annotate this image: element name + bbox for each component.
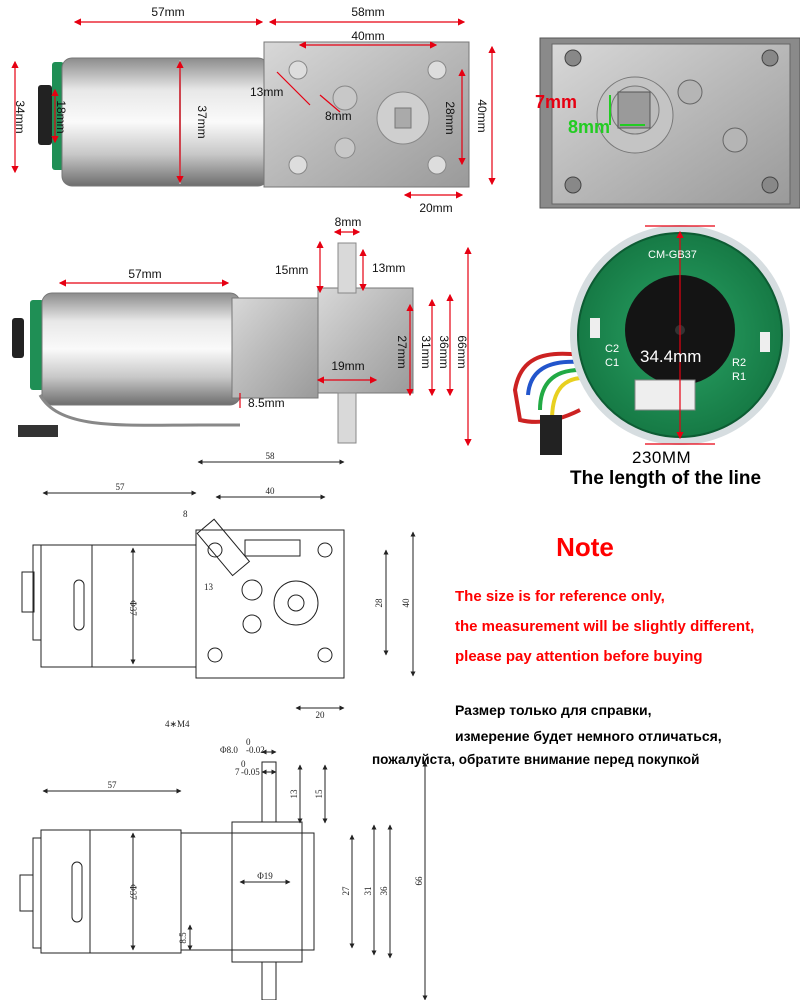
cad-top-37: Φ37 (128, 600, 138, 616)
cad-side-15: 15 (314, 789, 324, 799)
cad-side-13: 13 (289, 789, 299, 799)
side-shaft-bottom (337, 392, 357, 444)
dim-height-total: 34mm (13, 100, 27, 133)
dim-offset-8: 8mm (325, 109, 352, 123)
cad-side-36: 36 (379, 886, 389, 896)
cad-top-58: 58 (266, 451, 276, 461)
note-line-3: please pay attention before buying (455, 648, 703, 665)
side-dim-15: 15mm (275, 263, 308, 277)
side-dim-31: 31mm (419, 335, 433, 368)
note-ru-line-1: Размер только для справки, (455, 702, 652, 718)
side-dim-19: 19mm (331, 359, 364, 373)
encoder-dims (645, 225, 715, 445)
top-dims (11, 18, 496, 199)
dim-shaft-offset: 20mm (419, 201, 452, 215)
cad-top-13: 13 (204, 582, 214, 592)
side-dim-8-5: 8.5mm (248, 396, 285, 410)
note-line-1: The size is for reference only, (455, 588, 665, 605)
note-title: Note (556, 532, 614, 562)
motor-can (61, 57, 269, 187)
cad-side-57: 57 (108, 780, 118, 790)
encoder-board-label: CM-GB37 (648, 249, 697, 261)
dim-motor-length: 57mm (151, 5, 184, 19)
cad-side-shaft-tol: Φ8.0 (220, 745, 238, 755)
side-dim-27: 27mm (395, 335, 409, 368)
top-dim-labels: 57mm 58mm 40mm 34mm 18mm 37mm 13mm 8mm 2… (13, 5, 489, 215)
encoder-r2: R2 (732, 357, 746, 369)
side-dim-36: 36mm (437, 335, 451, 368)
cad-side-19: Φ19 (257, 871, 273, 881)
side-dim-13: 13mm (372, 261, 405, 275)
dim-gearbox-height: 40mm (475, 99, 489, 132)
cad-side-8-5: 8.5 (178, 932, 188, 944)
dim-gearbox-length: 58mm (351, 5, 384, 19)
encoder-knob (38, 85, 52, 145)
cable-length: 230MM (632, 448, 692, 467)
cad-side-shaft-tol-up: 0 (246, 737, 251, 747)
cad-top-40v: 40 (401, 598, 411, 608)
encoder-connector (540, 415, 562, 455)
encoder-diameter: 34.4mm (640, 347, 701, 366)
cad-top-holes: 4∗M4 (165, 719, 190, 729)
note-line-2: the measurement will be slightly differe… (455, 618, 755, 635)
cad-top-view (21, 459, 416, 711)
side-motor (41, 292, 241, 406)
cad-side-flat-tol-up: 0 (241, 759, 246, 769)
cad-top-20: 20 (316, 710, 326, 720)
cad-top-40: 40 (266, 486, 276, 496)
cad-top-8: 8 (183, 509, 188, 519)
cad-side-shaft-tol-dn: -0.02 (246, 745, 265, 755)
side-dim-57: 57mm (128, 267, 161, 281)
cad-top-labels: 57 58 40 8 13 Φ37 28 40 20 4∗M4 (116, 451, 412, 729)
cad-side-view (19, 749, 428, 1000)
cad-top-28: 28 (374, 598, 384, 608)
side-dim-8: 8mm (335, 215, 362, 229)
side-dims (58, 228, 472, 447)
side-dim-labels: 57mm 8mm 15mm 13mm 19mm 27mm 31mm 36mm 6… (128, 215, 469, 410)
cad-top-57: 57 (116, 482, 126, 492)
photo-side-view (12, 242, 414, 444)
photo-top-view (38, 41, 470, 188)
side-shaft-top (337, 242, 357, 294)
cad-side-31: 31 (363, 887, 373, 896)
dim-offset-13: 13mm (250, 85, 283, 99)
note-ru-line-3: пожалуйста, обратите внимание перед поку… (372, 752, 700, 767)
cad-side-66: 66 (414, 876, 424, 886)
note-ru-line-2: измерение будет немного отличаться, (455, 728, 722, 744)
side-dim-66: 66mm (455, 335, 469, 368)
cad-side-37: Φ37 (128, 884, 138, 900)
closeup-dim-7: 7mm (535, 92, 577, 112)
photo-closeup (539, 37, 800, 209)
dim-hole-spacing-x: 40mm (351, 29, 384, 43)
cad-side-flat-tol-dn: -0.05 (241, 767, 260, 777)
cable-caption: The length of the line (570, 468, 762, 489)
cad-side-labels: Φ8.0 0 -0.02 7 0 -0.05 57 13 15 Φ37 Φ19 … (108, 737, 425, 944)
encoder-r1: R1 (732, 371, 746, 383)
encoder-c2: C2 (605, 343, 619, 355)
closeup-dim-8: 8mm (568, 117, 610, 137)
cad-side-flat-tol: 7 (235, 767, 240, 777)
encoder-c1: C1 (605, 357, 619, 369)
dim-encoder: 18mm (54, 100, 68, 133)
dim-hole-spacing-y: 28mm (443, 101, 457, 134)
cad-side-27: 27 (341, 886, 351, 896)
dim-motor-dia: 37mm (195, 105, 209, 138)
